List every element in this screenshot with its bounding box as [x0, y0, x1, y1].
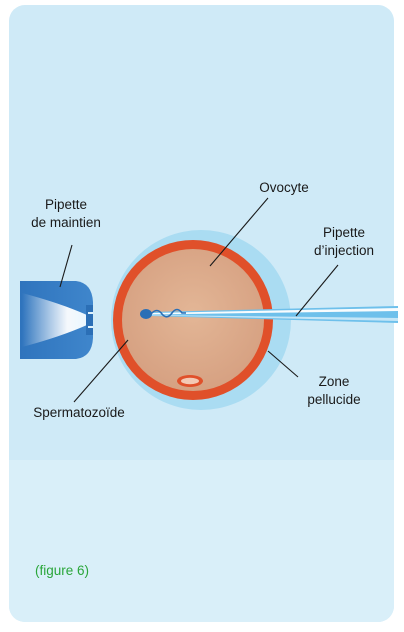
- label-zona-pellucida-1: Zone: [319, 374, 350, 389]
- figure-caption: (figure 6): [35, 563, 89, 578]
- polar-body-core: [181, 378, 199, 384]
- holding-pipette: [20, 281, 93, 359]
- label-injection-pipette-1: Pipette: [323, 225, 365, 240]
- oocyte-cytoplasm: [122, 249, 264, 391]
- label-zona-pellucida-2: pellucide: [307, 392, 360, 407]
- leader-holding-pipette: [60, 245, 72, 287]
- label-injection-pipette-2: d’injection: [314, 243, 374, 258]
- label-holding-pipette-1: Pipette: [45, 197, 87, 212]
- label-spermatozoon: Spermatozoïde: [33, 405, 125, 420]
- label-holding-pipette-2: de maintien: [31, 215, 101, 230]
- label-oocyte: Ovocyte: [259, 180, 309, 195]
